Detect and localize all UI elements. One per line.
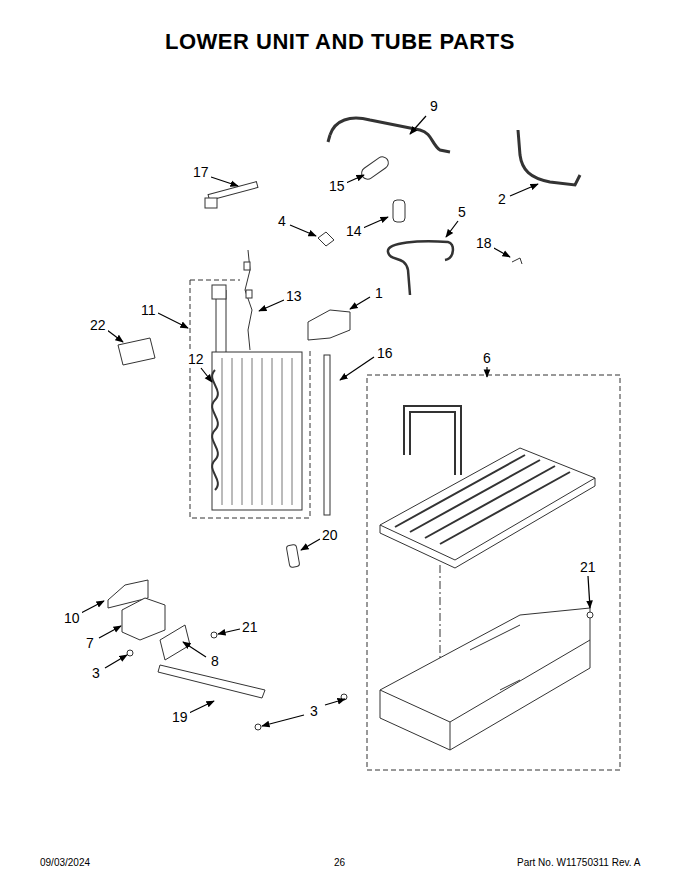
footer-text: Part No. W11750311 Rev. A: [517, 858, 640, 868]
footer-text: 26: [334, 858, 345, 868]
callout-number: 7: [84, 635, 96, 651]
callout-number: 3: [308, 703, 320, 719]
callout-number: 20: [320, 527, 340, 543]
callout-number: 1: [373, 285, 385, 301]
callout-number: 15: [327, 178, 347, 194]
callout-number: 5: [456, 204, 468, 220]
callout-number: 21: [240, 619, 260, 635]
callout-number: 2: [496, 191, 508, 207]
callout-number: 18: [474, 235, 494, 251]
callout-number: 19: [170, 709, 190, 725]
page-title: LOWER UNIT AND TUBE PARTS: [165, 31, 515, 53]
callout-number: 22: [88, 317, 108, 333]
callout-number: 17: [191, 164, 211, 180]
callout-number: 12: [186, 351, 206, 367]
callout-number: 4: [276, 213, 288, 229]
callout-number: 13: [284, 288, 304, 304]
footer-text: 09/03/2024: [40, 858, 90, 868]
callout-number: 14: [344, 223, 364, 239]
callout-number: 6: [481, 350, 493, 366]
callout-number: 16: [375, 345, 395, 361]
callout-number: 11: [139, 302, 158, 318]
callout-number: 10: [62, 610, 82, 626]
callout-number: 8: [209, 653, 221, 669]
callout-number: 21: [578, 559, 598, 575]
callout-number: 3: [90, 665, 102, 681]
callout-number: 9: [428, 98, 440, 114]
